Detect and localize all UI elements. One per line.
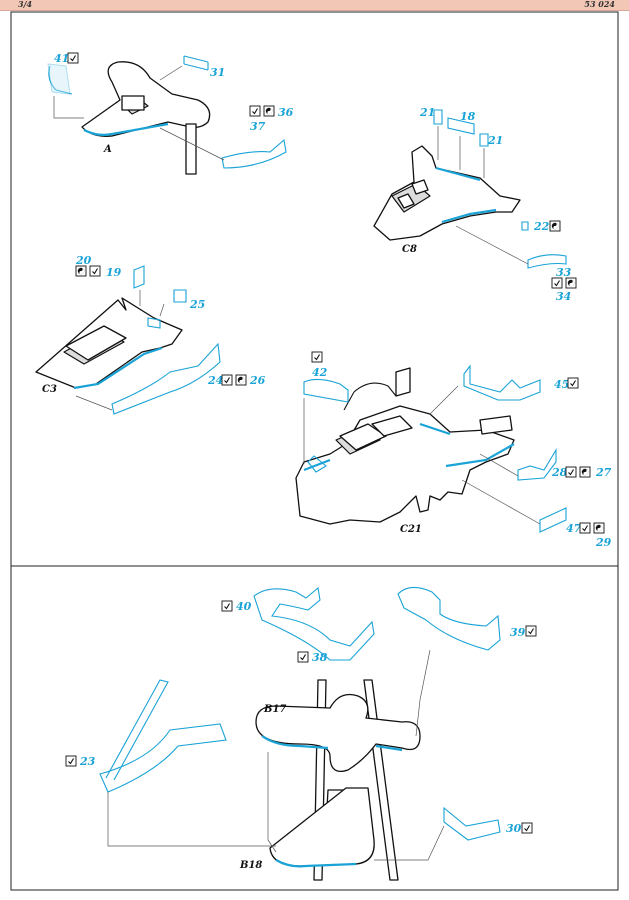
check-mark-icon — [249, 105, 261, 117]
part-number-21: 21 — [419, 106, 435, 119]
step-c3-assembly — [35, 265, 221, 415]
check-mark-icon — [551, 277, 563, 289]
part-number-42: 42 — [312, 366, 328, 379]
step-c21-assembly — [295, 364, 567, 533]
part-number-29: 29 — [595, 536, 612, 549]
part-number-19: 19 — [106, 266, 122, 279]
part-label-c21: C21 — [400, 524, 422, 535]
step-a-assembly — [47, 55, 287, 175]
fold-symbol-icon — [593, 522, 605, 534]
check-mark-icon — [565, 466, 577, 478]
part-number-33: 33 — [556, 266, 572, 279]
part-number-38: 38 — [312, 651, 328, 664]
fold-symbol-icon — [75, 265, 87, 277]
fold-symbol-icon — [565, 277, 577, 289]
part-label-b17: B17 — [263, 704, 286, 715]
check-mark-icon — [579, 522, 591, 534]
part-number-24: 24 — [207, 374, 223, 387]
part-number-18: 18 — [460, 110, 476, 123]
fold-symbol-icon — [579, 466, 591, 478]
page-number: 3/4 — [18, 0, 33, 9]
header-bar: 3/4 53 024 — [0, 0, 629, 11]
part-label-c8: C8 — [402, 244, 417, 255]
part-number-23: 23 — [79, 755, 96, 768]
part-number-47: 47 — [566, 522, 582, 535]
fold-symbol-icon — [235, 374, 247, 386]
part-number-27: 27 — [595, 466, 612, 479]
part-number-37: 37 — [250, 120, 266, 133]
part-label-a: A — [103, 144, 112, 155]
part-number-21: 21 — [487, 134, 503, 147]
check-mark-icon — [89, 265, 101, 277]
part-number-34: 34 — [556, 290, 571, 303]
fold-symbol-icon — [549, 220, 561, 232]
part-number-25: 25 — [189, 298, 205, 311]
check-mark-icon — [311, 351, 323, 363]
part-number-36: 36 — [278, 106, 294, 119]
check-mark-icon — [525, 625, 537, 637]
mast-assembly — [99, 586, 501, 881]
part-label-c3: C3 — [42, 384, 57, 395]
part-number-26: 26 — [249, 374, 266, 387]
part-number-40: 40 — [236, 600, 252, 613]
part-number-45: 45 — [554, 378, 569, 391]
check-mark-icon — [67, 52, 79, 64]
check-mark-icon — [221, 374, 233, 386]
part-number-41: 41 — [54, 52, 69, 65]
product-code: 53 024 — [584, 0, 615, 9]
part-number-39: 39 — [510, 626, 526, 639]
step-c8-assembly — [373, 109, 567, 269]
check-mark-icon — [567, 377, 579, 389]
fold-symbol-icon — [263, 105, 275, 117]
part-number-31: 31 — [210, 66, 225, 79]
check-mark-icon — [221, 600, 233, 612]
part-number-20: 20 — [75, 254, 92, 267]
lower-panel-frame — [10, 565, 619, 891]
check-mark-icon — [297, 651, 309, 663]
check-mark-icon — [521, 822, 533, 834]
part-label-b18: B18 — [239, 860, 262, 871]
check-mark-icon — [65, 755, 77, 767]
part-number-22: 22 — [533, 220, 550, 233]
part-number-28: 28 — [551, 466, 568, 479]
part-number-30: 30 — [506, 822, 522, 835]
